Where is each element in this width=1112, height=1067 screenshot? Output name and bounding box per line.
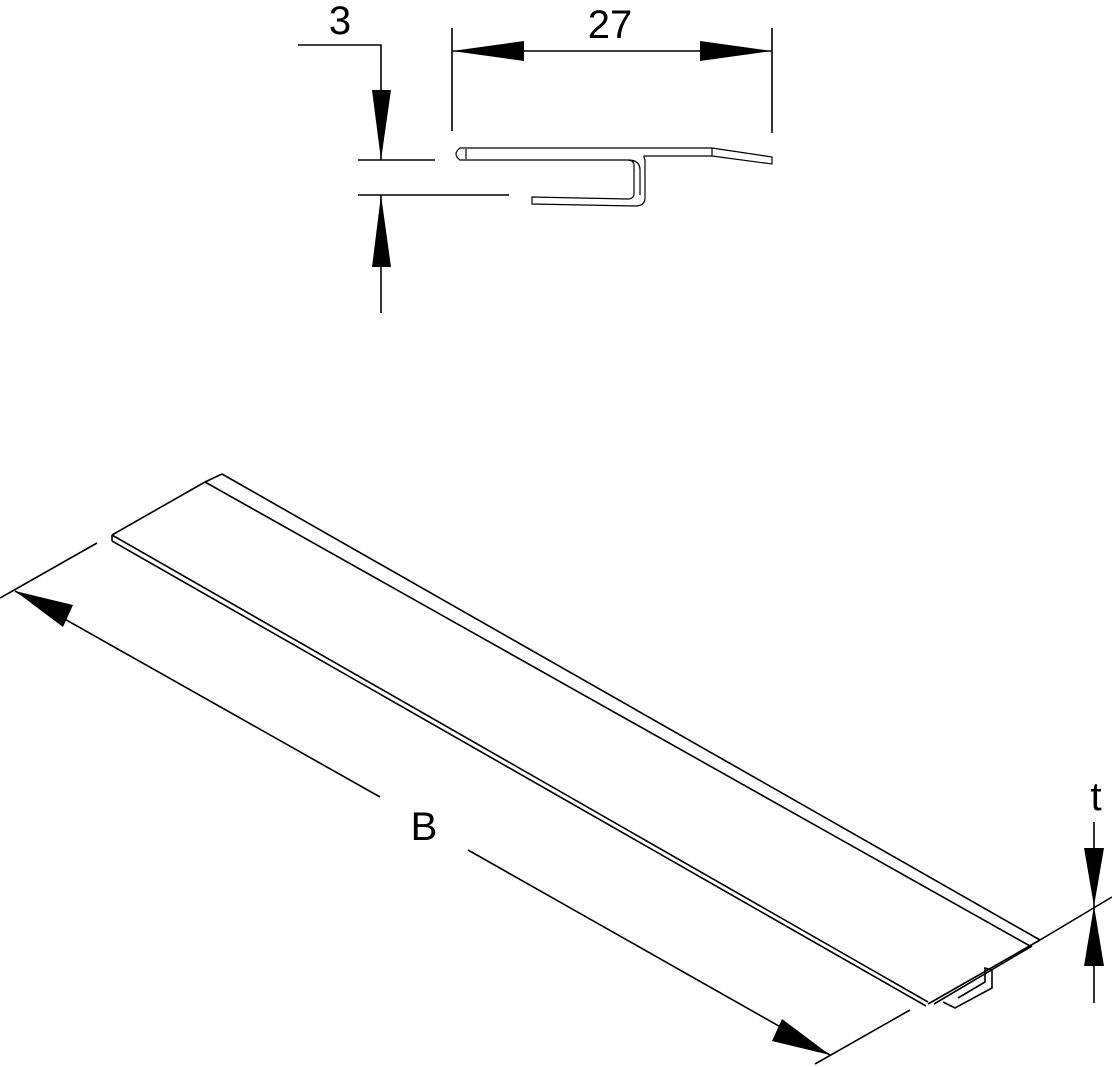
dimension-profile-width: 27	[451, 3, 773, 133]
isometric-part	[111, 473, 1041, 1009]
length-label: B	[411, 805, 438, 849]
profile-width-label: 27	[588, 3, 633, 47]
hook	[942, 966, 993, 1009]
thickness-label: t	[1090, 775, 1101, 819]
dimension-thickness: t	[1039, 775, 1112, 1003]
dimension-length: B	[0, 542, 911, 1065]
arrow-down-icon	[1084, 848, 1104, 906]
dimension-gap: 3	[298, 0, 509, 313]
arrow-right-icon	[700, 41, 772, 61]
arrow-upleft-icon	[15, 591, 73, 627]
gap-label: 3	[329, 0, 351, 43]
profile-section	[455, 147, 773, 207]
arrow-up-icon	[1084, 906, 1104, 966]
profile-outline	[455, 147, 773, 207]
arrow-up-icon	[372, 195, 391, 267]
arrow-downright-icon	[772, 1019, 830, 1055]
arrow-left-icon	[452, 41, 524, 61]
arrow-down-icon	[372, 90, 391, 160]
